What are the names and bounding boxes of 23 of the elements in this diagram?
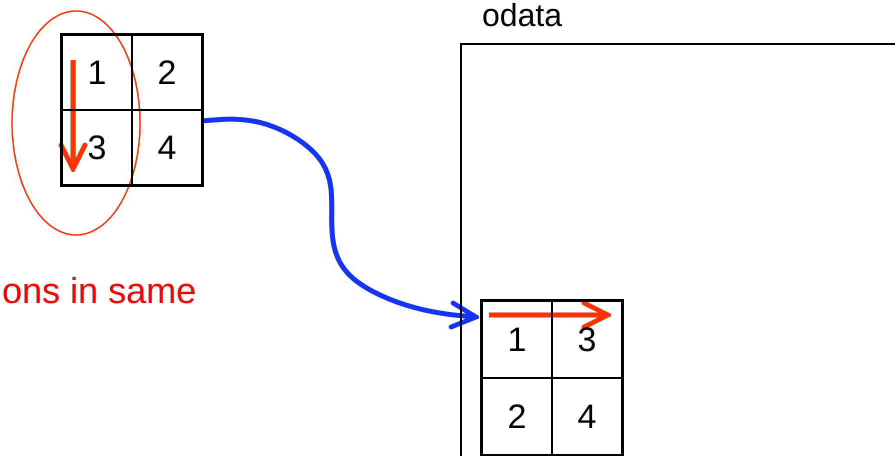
table-cell [62, 35, 132, 110]
cell-number: 2 [158, 56, 176, 90]
table-cell [62, 110, 132, 185]
table-cell [552, 301, 622, 378]
grid-table [60, 33, 204, 187]
note-text: ons in same [2, 273, 196, 309]
cell-number: 3 [578, 322, 596, 356]
order-arrow [58, 60, 88, 172]
table-cell [132, 110, 202, 185]
order-arrow [489, 300, 610, 330]
grid-table [480, 299, 624, 456]
cell-number: 1 [88, 56, 106, 90]
cell-number: 2 [508, 400, 526, 434]
table-cell [482, 301, 552, 378]
cell-number: 1 [508, 322, 526, 356]
cell-number: 4 [578, 400, 596, 434]
cell-number: 4 [158, 130, 176, 164]
curved-arrow [204, 116, 478, 330]
table-cell [482, 378, 552, 455]
cell-number: 3 [88, 130, 106, 164]
table-cell [132, 35, 202, 110]
table-cell [552, 378, 622, 455]
frame-title: odata [482, 0, 562, 31]
